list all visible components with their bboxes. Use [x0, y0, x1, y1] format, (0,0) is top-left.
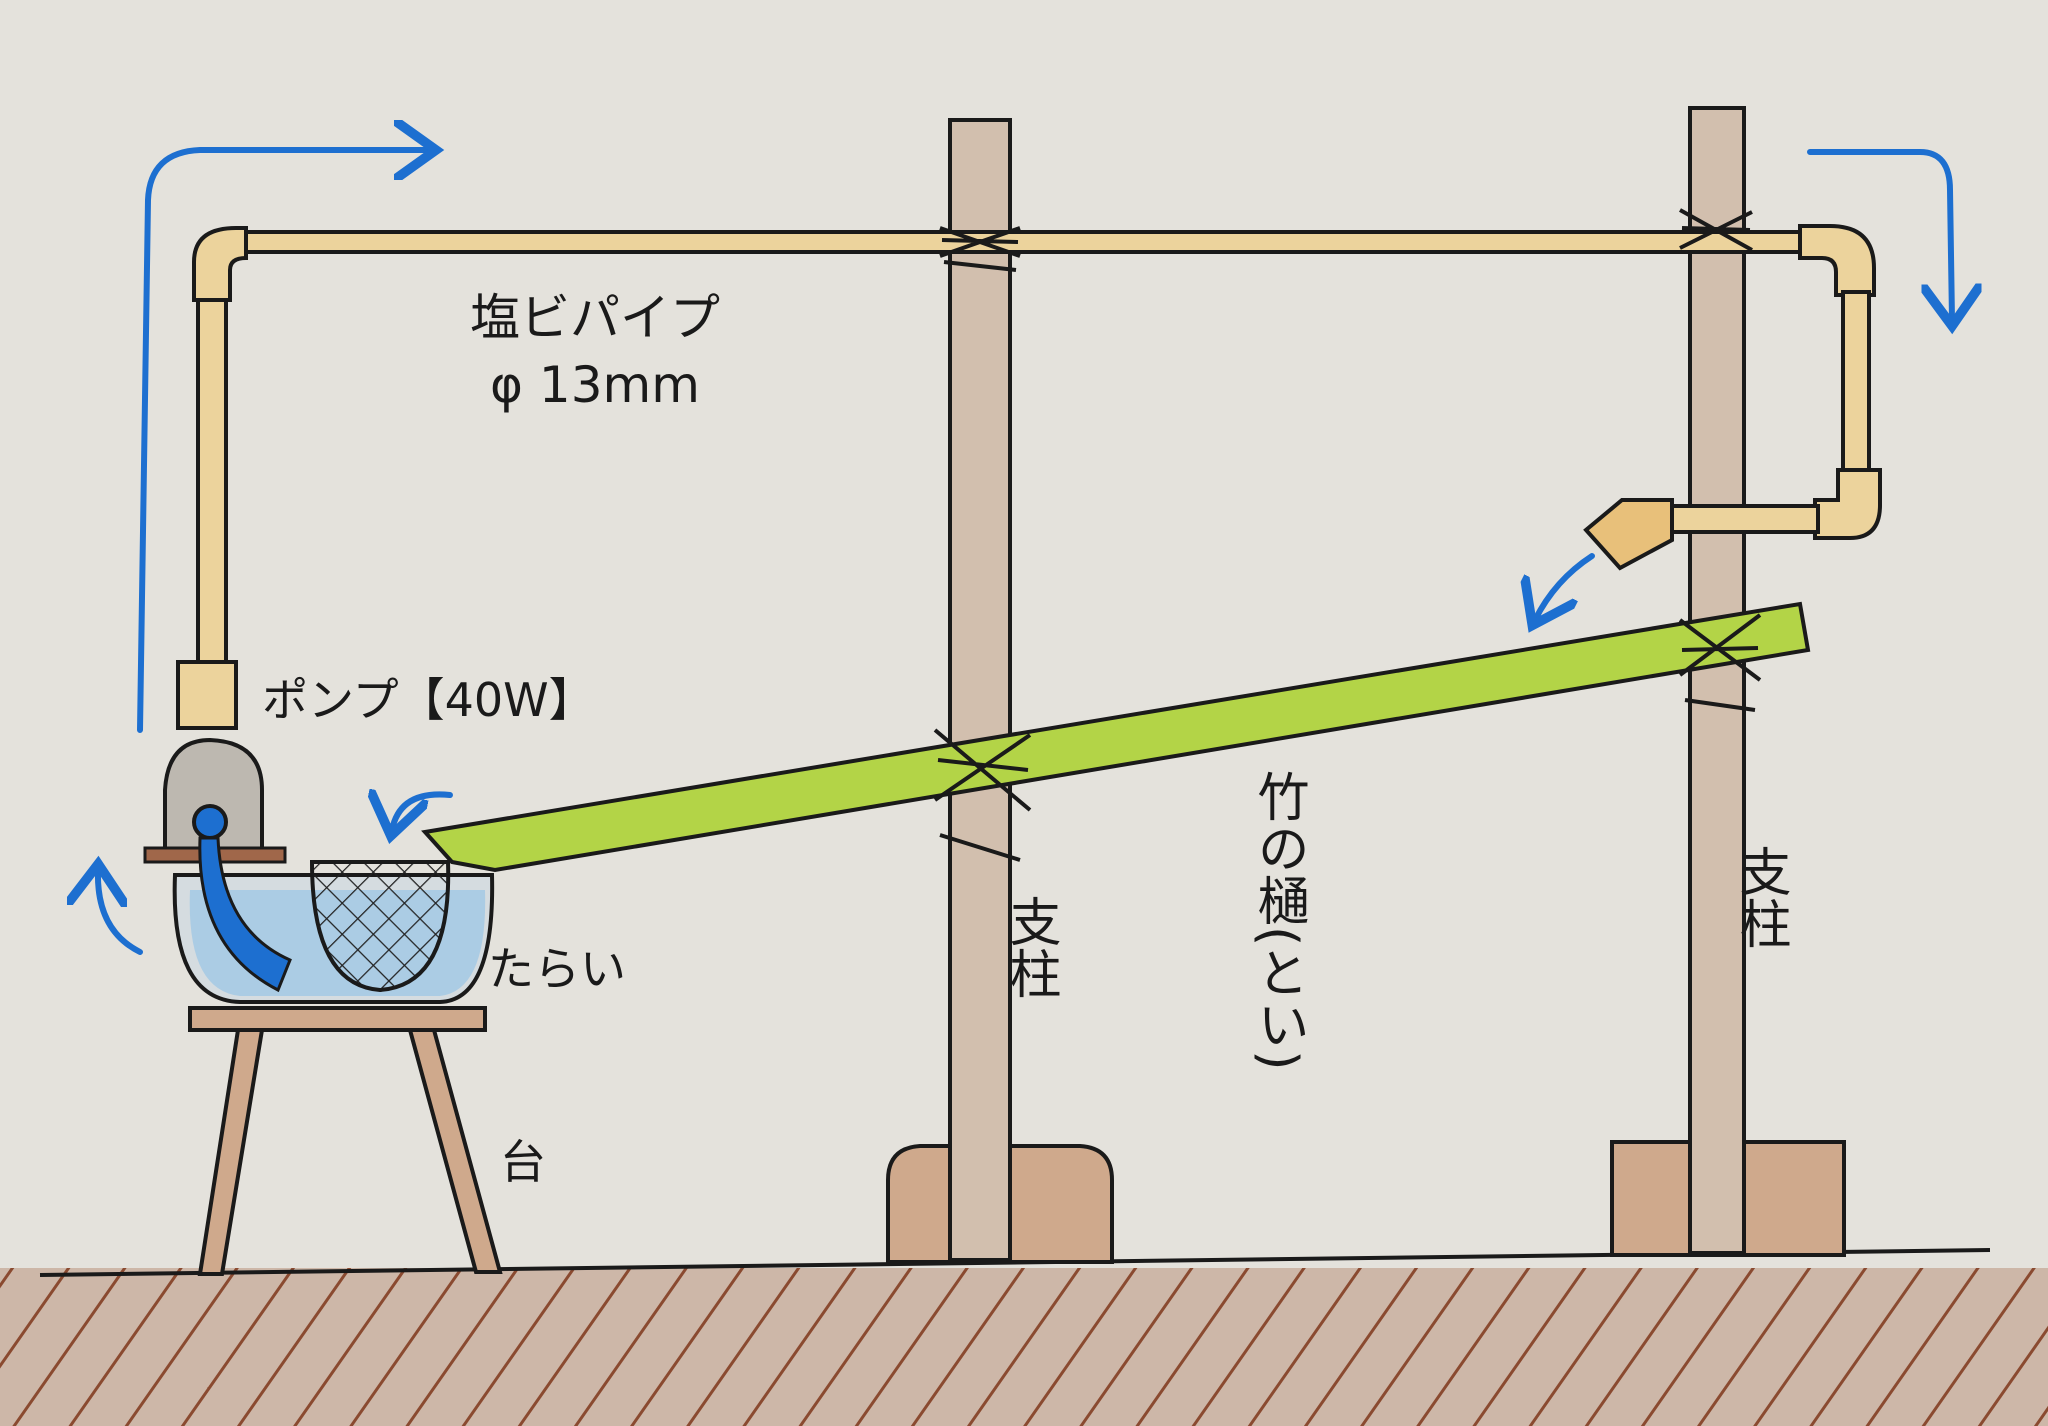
post-left-label: 支柱 — [1000, 895, 1060, 999]
ground — [0, 1248, 2048, 1426]
pipe-name-label: 塩ビパイプ — [470, 289, 720, 347]
arrow-down-icon — [1807, 149, 1952, 320]
net-basket — [309, 860, 451, 993]
basin-label: たらい — [488, 942, 626, 996]
pvc-elbow-top-right — [1798, 224, 1876, 297]
pump — [143, 660, 292, 993]
stand-label: 台 — [500, 1135, 546, 1189]
pump-label: ポンプ【40W】 — [262, 673, 595, 727]
bamboo-gutter-label: 竹の樋(とい) — [1248, 770, 1308, 1071]
pvc-elbow-top-left — [192, 226, 248, 302]
arrow-into-basin-icon — [392, 794, 453, 830]
post-right — [1688, 106, 1746, 1255]
pipe-size-label: φ 13mm — [490, 356, 700, 414]
pvc-spout — [1583, 498, 1674, 571]
post-right-label: 支柱 — [1730, 845, 1790, 949]
pvc-pipe-top — [228, 230, 1812, 254]
pvc-pipe-riser — [196, 288, 228, 672]
pvc-elbow-bottom-right — [1813, 468, 1882, 540]
stand — [188, 1006, 503, 1276]
arrow-return-icon — [98, 870, 143, 955]
pvc-pipe-descent — [1841, 290, 1871, 474]
pvc-pipe-outlet — [1668, 504, 1820, 534]
post-left — [948, 118, 1012, 1262]
flow-arrows — [98, 149, 1952, 955]
arrow-up-icon — [137, 150, 430, 733]
arrow-outlet-icon — [1535, 553, 1595, 620]
rope-lashings — [933, 208, 1762, 862]
bamboo-gutter — [421, 601, 1811, 873]
